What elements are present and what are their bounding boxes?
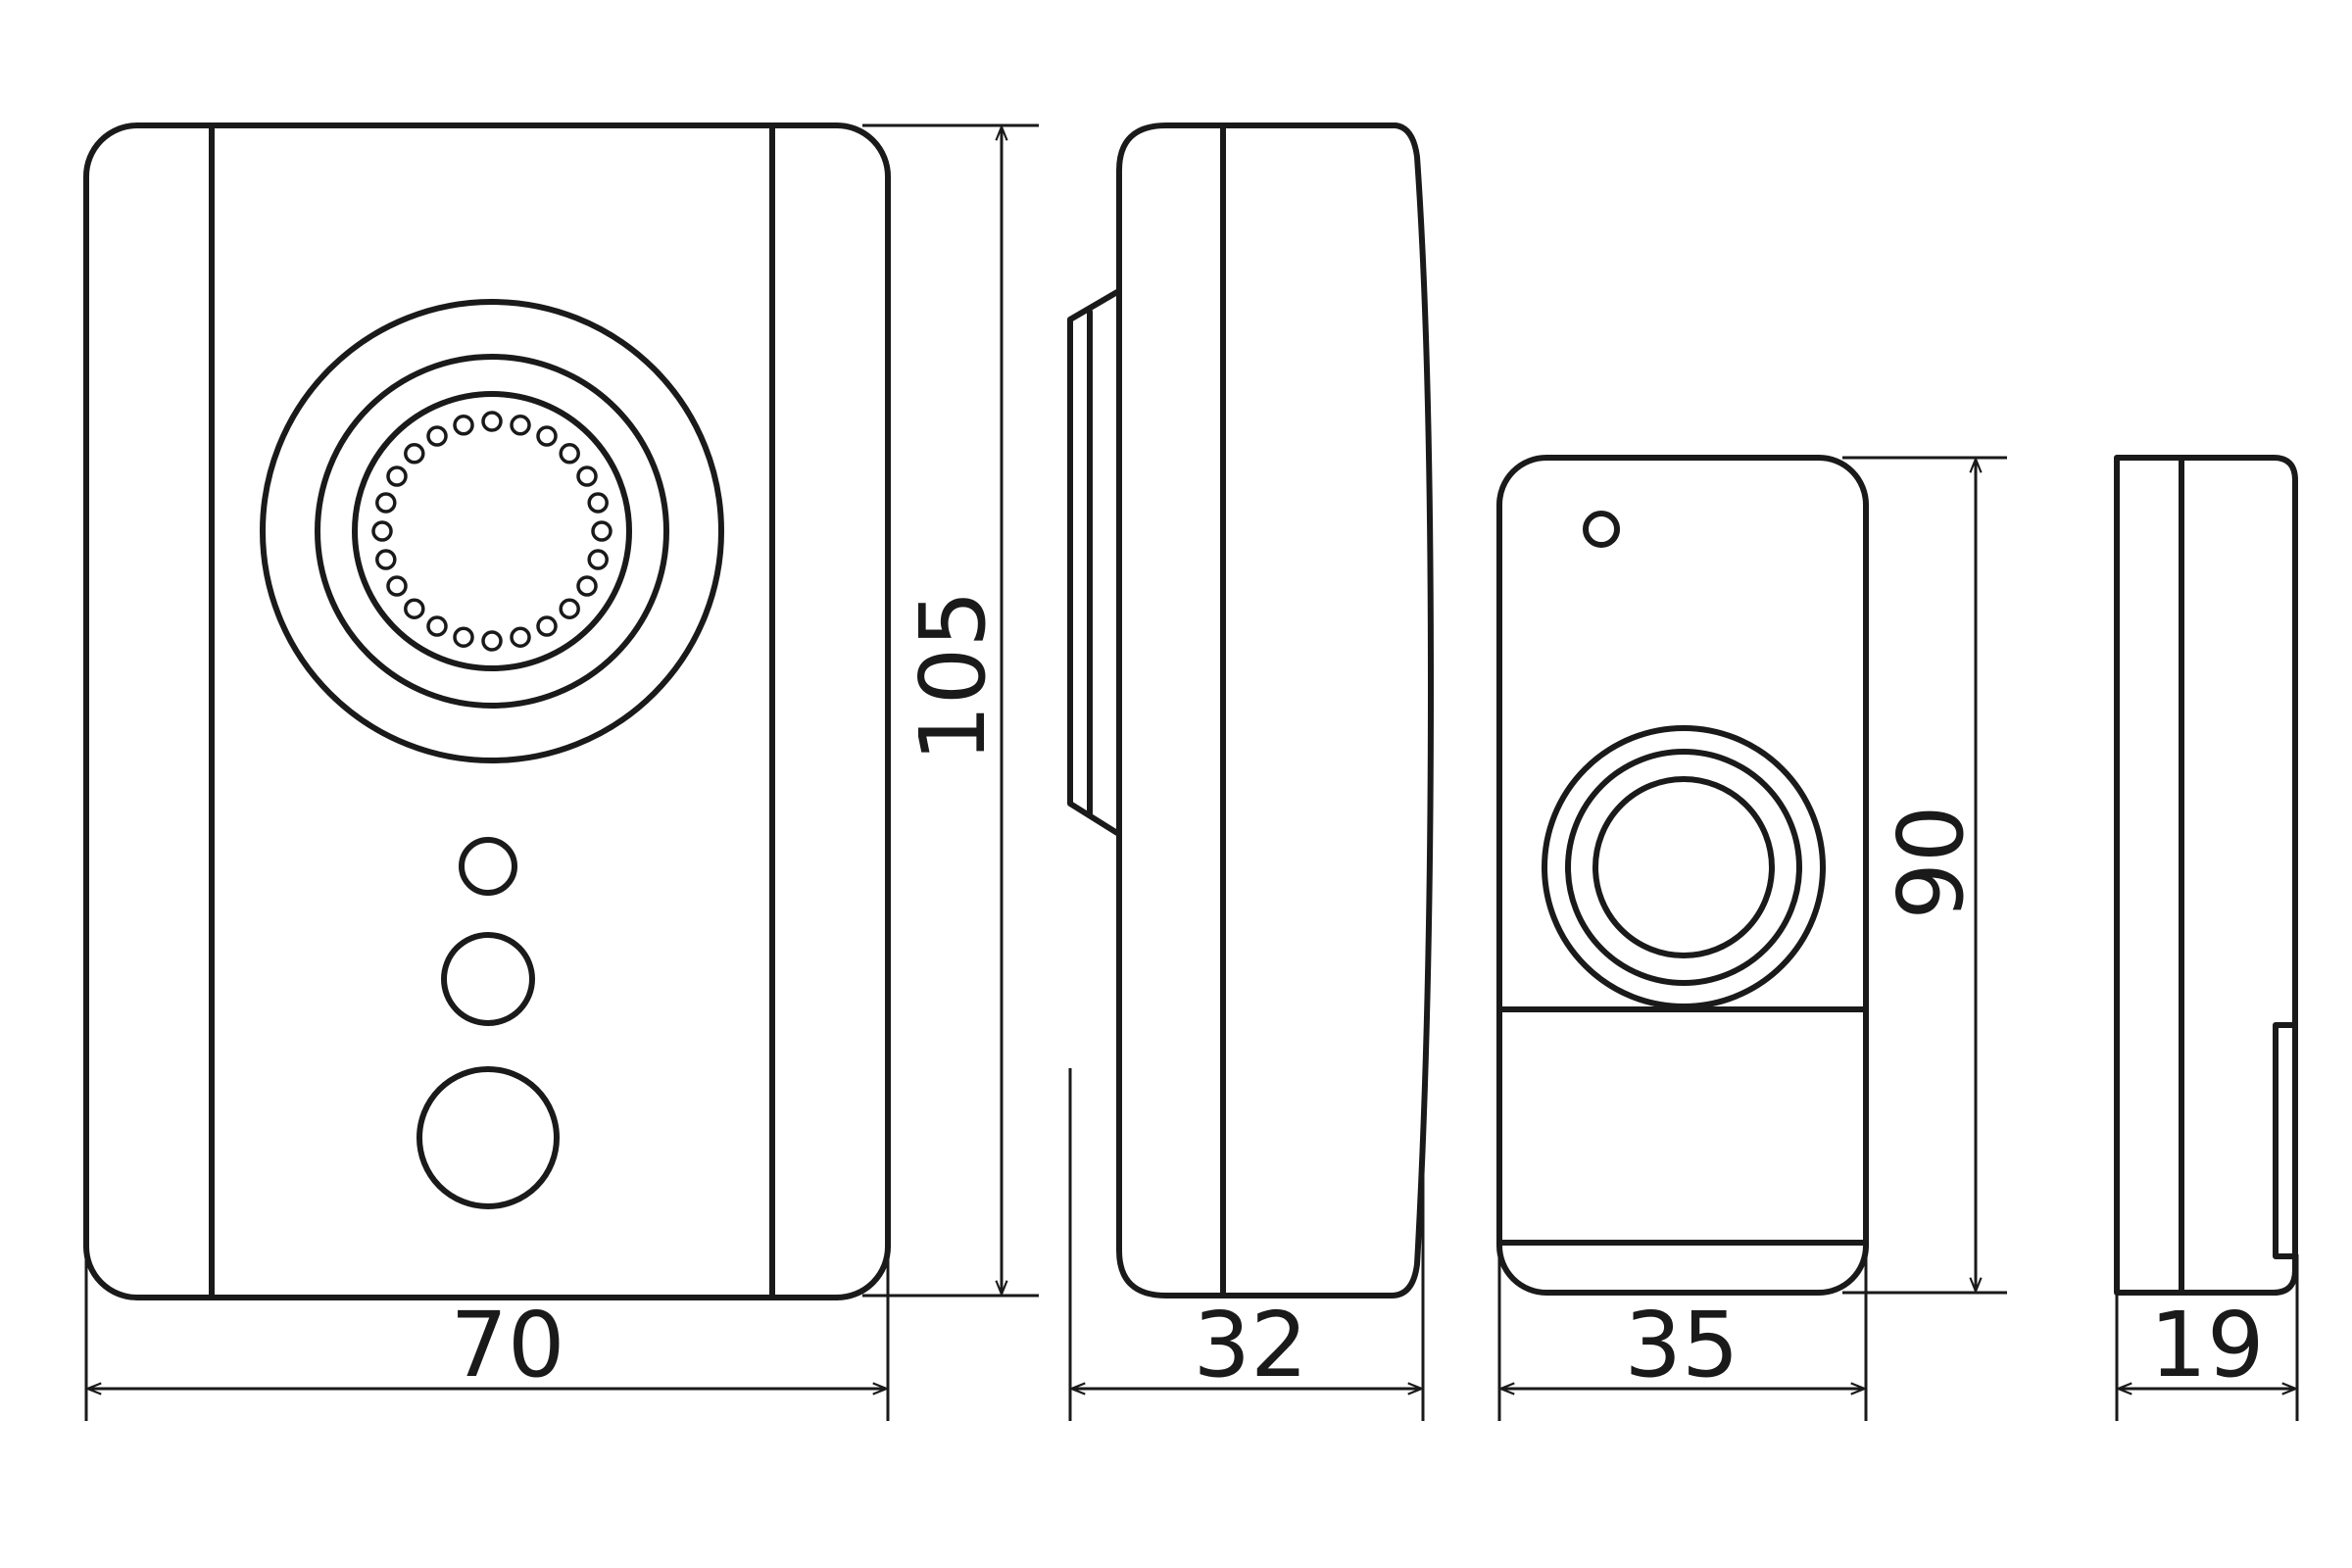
- grille-hole: [591, 520, 612, 542]
- grille-hole: [536, 615, 558, 637]
- grille-hole: [510, 415, 531, 436]
- grille-hole: [386, 575, 408, 597]
- receiver-body: [83, 122, 891, 1300]
- grille-hole: [386, 466, 408, 487]
- indicator-medium: [441, 932, 535, 1026]
- dim-label-receiver-width: 70: [450, 1293, 564, 1397]
- grille-hole: [481, 630, 503, 652]
- dim-label-receiver-height: 105: [901, 590, 1005, 762]
- grille-hole: [426, 425, 448, 447]
- receiver-side-view: [1067, 122, 1434, 1298]
- dim-label-button-height: 90: [1879, 805, 1984, 919]
- dimension-lines: [84, 123, 2299, 1421]
- grille-hole: [453, 415, 474, 436]
- grille-hole: [371, 520, 393, 542]
- push-button-icon: [1542, 725, 1826, 1009]
- grille-hole: [559, 598, 580, 619]
- indicator-large: [416, 1066, 560, 1209]
- dim-label-receiver-depth: 32: [1193, 1293, 1307, 1397]
- battery-cover-tab: [2273, 1022, 2298, 1259]
- grille-hole: [576, 575, 598, 597]
- receiver-front-view: [83, 122, 891, 1300]
- mounting-bracket: [1067, 289, 1120, 836]
- button-side-view: [2114, 455, 2298, 1296]
- grille-hole: [375, 549, 397, 570]
- grille-hole: [587, 549, 609, 570]
- grille-hole: [375, 492, 397, 514]
- grille-hole: [576, 466, 598, 487]
- grille-hole: [536, 425, 558, 447]
- grille-hole: [481, 411, 503, 432]
- dim-label-button-width: 35: [1624, 1293, 1739, 1397]
- grille-holes: [371, 411, 612, 652]
- button-side-body: [2114, 455, 2298, 1296]
- led-indicator-icon: [459, 837, 517, 896]
- button-led-icon: [1583, 511, 1620, 548]
- dim-label-button-depth: 19: [2149, 1293, 2264, 1397]
- grille-hole: [510, 626, 531, 648]
- speaker-grille-icon: [260, 299, 724, 763]
- grille-hole: [453, 626, 474, 648]
- dimension-labels: 70 105 32 35 90 19: [450, 590, 2264, 1397]
- grille-hole: [404, 443, 425, 465]
- grille-hole: [587, 492, 609, 514]
- grille-hole: [404, 598, 425, 619]
- receiver-side-body: [1116, 122, 1434, 1298]
- grille-hole: [426, 615, 448, 637]
- grille-hole: [559, 443, 580, 465]
- button-body: [1496, 455, 1869, 1296]
- button-front-view: [1496, 455, 1869, 1296]
